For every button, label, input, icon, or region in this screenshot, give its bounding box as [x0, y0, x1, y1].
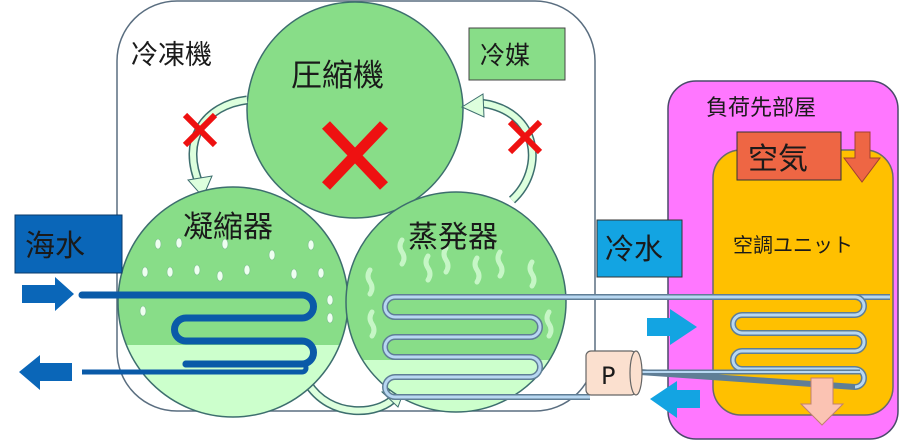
condensation-droplets-icon: [139, 237, 334, 324]
pump: P: [585, 350, 643, 396]
chilled-water-coil-evaporator: [382, 294, 890, 400]
compressor: [246, 1, 464, 219]
refrigerant-legend-label: 冷媒: [480, 41, 530, 70]
load-room-label: 負荷先部屋: [706, 96, 816, 121]
seawater-out-arrow-icon: [19, 355, 72, 390]
seawater-label: 海水: [25, 229, 85, 264]
seawater-return-pipe: [82, 361, 309, 375]
compressor-label: 圧縮機: [291, 58, 384, 94]
cool-air-out-arrow-icon: [799, 377, 845, 426]
chilled-water-return-arrow-icon: [650, 381, 700, 418]
pump-label: P: [601, 362, 615, 390]
chilled-water-label-box: [596, 219, 683, 278]
air-flow-arrow-icon: [843, 131, 881, 183]
refrigerator-label: 冷凍機: [131, 40, 212, 71]
condenser-label: 凝縮器: [183, 210, 273, 245]
seawater-in-arrow-icon: [22, 277, 74, 311]
vapor-wisps-icon: [365, 237, 554, 339]
chilled-water-label: 冷水: [605, 232, 663, 266]
air-label: 空気: [748, 142, 808, 177]
refrigerant-legend: [468, 27, 566, 81]
air-box: [736, 131, 842, 181]
ac-unit-label: 空調ユニット: [733, 233, 853, 257]
flow-stop-right-icon: [507, 119, 543, 155]
evaporator-label: 蒸発器: [408, 220, 498, 255]
chilled-water-supply-arrow-icon: [647, 309, 697, 345]
seawater-label-box: [14, 214, 123, 274]
condenser: 凝縮器: [117, 186, 349, 418]
seawater-coil: [78, 291, 317, 368]
compressor-stop-icon: [322, 121, 388, 190]
flow-stop-left-icon: [182, 112, 218, 148]
